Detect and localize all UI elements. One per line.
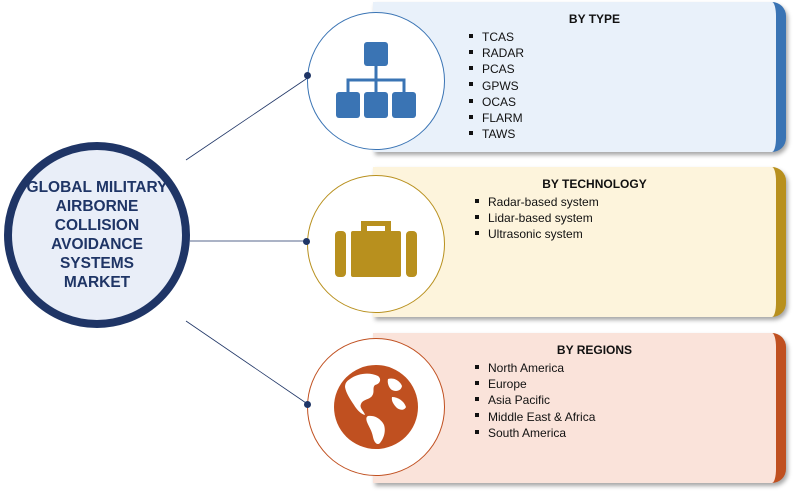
segment-list-technology: Radar-based system Lidar-based system Ul… [373,194,776,243]
list-item: Ultrasonic system [475,226,776,242]
segment-panel-type: BY TYPE TCAS RADAR PCAS GPWS OCAS FLARM … [373,2,786,152]
list-item: TAWS [469,126,776,142]
list-item: Radar-based system [475,194,776,210]
segment-list-type: TCAS RADAR PCAS GPWS OCAS FLARM TAWS [373,29,776,142]
list-item: Lidar-based system [475,210,776,226]
regions-icon-circle [307,338,445,476]
list-item: North America [475,360,776,376]
connector-dot-technology [303,238,310,245]
globe-icon [334,365,418,449]
technology-icon-circle [307,175,445,313]
segment-title-technology: BY TECHNOLOGY [542,177,647,191]
market-title: GLOBAL MILITARY AIRBORNE COLLISION AVOID… [26,179,168,291]
market-hub-circle: GLOBAL MILITARY AIRBORNE COLLISION AVOID… [4,142,190,328]
list-item: South America [475,425,776,441]
list-item: FLARM [469,110,776,126]
list-item: Europe [475,376,776,392]
connector-dot-type [304,72,311,79]
type-icon-circle [307,12,445,150]
list-item: PCAS [469,61,776,77]
hierarchy-icon [336,42,416,118]
segment-title-regions: BY REGIONS [556,343,633,357]
connector-dot-regions [304,401,311,408]
briefcase-icon [335,221,417,277]
segment-title-type: BY TYPE [568,12,621,26]
segment-list-regions: North America Europe Asia Pacific Middle… [373,360,776,441]
list-item: RADAR [469,45,776,61]
list-item: Middle East & Africa [475,409,776,425]
list-item: TCAS [469,29,776,45]
list-item: OCAS [469,94,776,110]
list-item: GPWS [469,78,776,94]
list-item: Asia Pacific [475,392,776,408]
